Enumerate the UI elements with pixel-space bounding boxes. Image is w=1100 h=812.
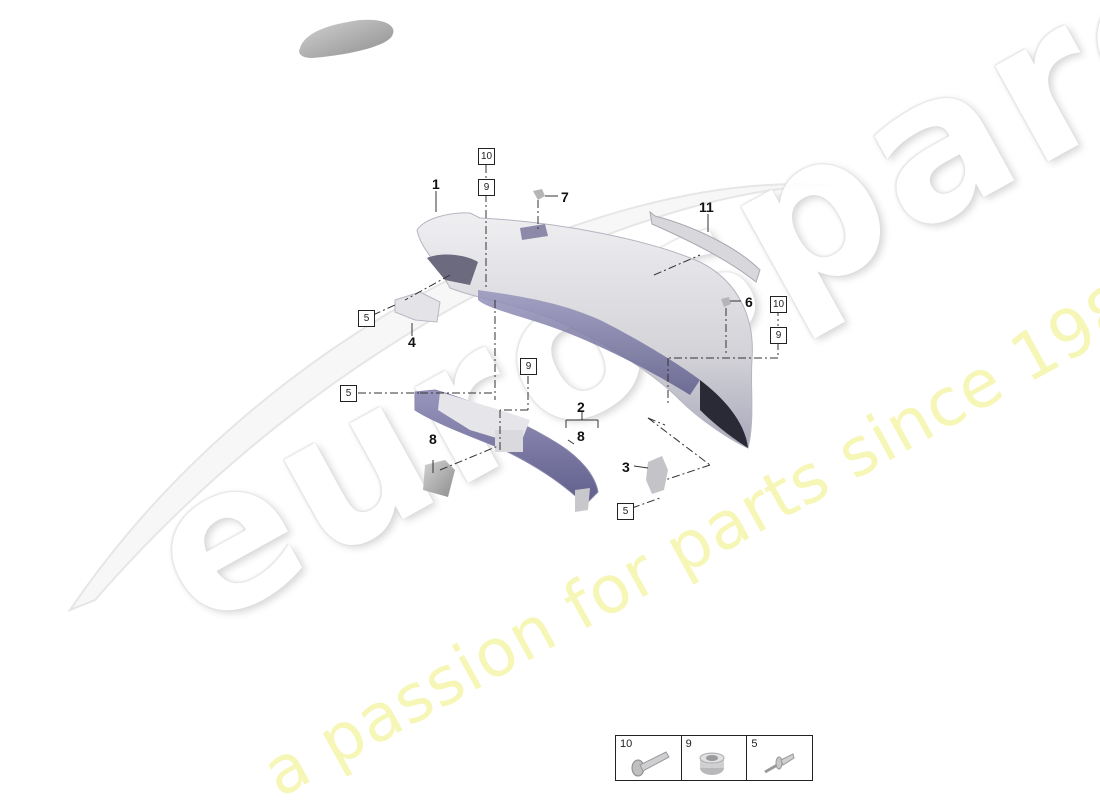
- ref-box-5-right: 5: [617, 503, 634, 520]
- bolt-icon: [631, 751, 670, 777]
- assembly-lines: [358, 165, 779, 509]
- callout-8-cap: 8: [429, 431, 437, 447]
- callout-6: 6: [745, 294, 753, 310]
- callout-1: 1: [432, 176, 440, 192]
- callout-2: 2: [577, 399, 585, 415]
- part-2-diffuser[interactable]: [414, 389, 599, 512]
- part-1-bumper-cover[interactable]: [416, 212, 753, 449]
- part-3-bracket-right[interactable]: [646, 456, 668, 494]
- spacer-sleeve-icon: [699, 752, 725, 775]
- car-silhouette-icon: [299, 19, 394, 59]
- part-4-bracket-left[interactable]: [394, 291, 441, 323]
- ref-box-10-right: 10: [770, 296, 787, 313]
- legend-item-5: 5: [747, 736, 812, 780]
- expanding-rivet-icon: [764, 753, 795, 774]
- legend-item-9: 9: [682, 736, 748, 780]
- part-8-cover-cap[interactable]: [423, 460, 455, 497]
- callout-7: 7: [561, 189, 569, 205]
- legend-number: 9: [685, 738, 692, 750]
- ref-box-5-middle: 5: [340, 385, 357, 402]
- callout-4: 4: [408, 334, 416, 350]
- callout-11: 11: [699, 199, 714, 215]
- part-7-clip[interactable]: [533, 189, 545, 200]
- part-6-clip[interactable]: [721, 297, 731, 307]
- legend-item-10: 10: [616, 736, 682, 780]
- ref-box-5-left: 5: [358, 310, 375, 327]
- ref-box-9-left: 9: [478, 179, 495, 196]
- fastener-legend: 10 9 5: [615, 735, 813, 781]
- callout-8-diffuser: 8: [577, 428, 585, 444]
- ref-box-9-middle: 9: [520, 358, 537, 375]
- ref-box-9-right: 9: [770, 327, 787, 344]
- leader-lines: [411, 191, 741, 473]
- legend-number: 10: [620, 738, 633, 750]
- part-11-trim-strip[interactable]: [649, 210, 761, 283]
- ref-box-10-left: 10: [478, 148, 495, 165]
- callout-3: 3: [622, 459, 630, 475]
- legend-number: 5: [751, 738, 758, 750]
